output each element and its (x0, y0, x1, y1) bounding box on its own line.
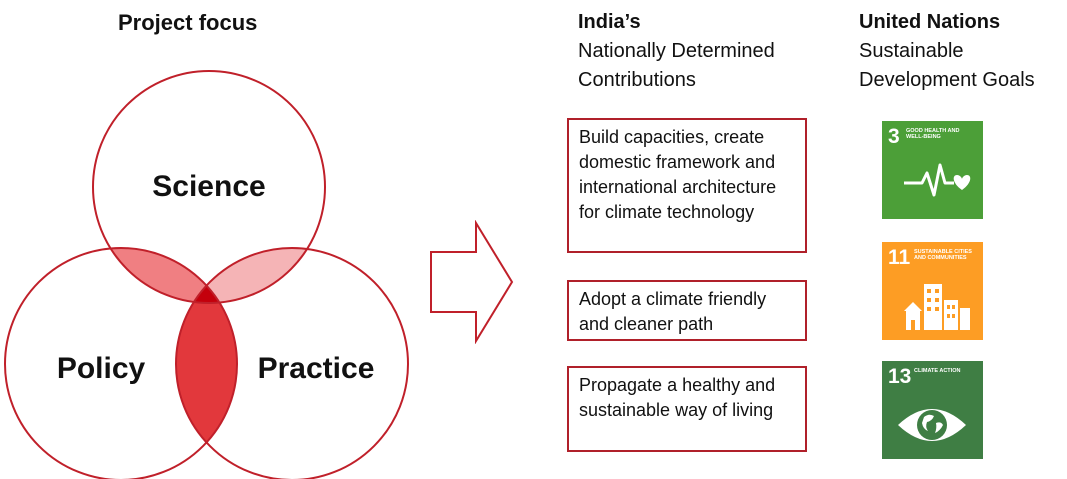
ndc-item-cleaner-path: Adopt a climate friendly and cleaner pat… (567, 280, 807, 341)
science-circle (92, 70, 326, 304)
sdg-tile-number: 3 (888, 125, 900, 148)
sdg-tile-11: 11 Sustainable cities and communities (882, 242, 983, 340)
policy-label: Policy (57, 352, 146, 385)
policy-circle (4, 247, 238, 479)
sdg-tile-name: Sustainable cities and communities (914, 249, 972, 261)
sdg-tile-number: 11 (888, 246, 911, 269)
sdg-heading: United Nations Sustainable Development G… (859, 8, 1035, 95)
sdg-heading-title: United Nations (859, 11, 1001, 33)
heartbeat-icon (904, 163, 971, 197)
venn-diagram: Science Policy Practice (4, 70, 409, 479)
practice-label: Practice (258, 352, 375, 385)
ndc-heading: India’s Nationally Determined Contributi… (578, 8, 775, 95)
science-label: Science (152, 170, 265, 203)
practice-circle (175, 247, 409, 479)
ndc-heading-line2: Nationally Determined (578, 40, 775, 62)
ndc-item-sustainable-living: Propagate a healthy and sustainable way … (567, 366, 807, 452)
earth-eye-icon (898, 409, 966, 441)
sdg-tile-13: 13 Climate action (882, 361, 983, 459)
ndc-item-climate-technology: Build capacities, create domestic framew… (567, 118, 807, 253)
city-buildings-icon (904, 284, 970, 330)
sdg-heading-line2: Sustainable (859, 40, 964, 62)
sdg-tile-name: Climate action (914, 368, 961, 374)
project-focus-title: Project focus (118, 10, 258, 35)
ndc-heading-line3: Contributions (578, 69, 696, 91)
sdg-tile-name: Good health and well-being (906, 128, 960, 140)
sdg-tile-number: 13 (888, 365, 912, 388)
ndc-heading-title: India’s (578, 11, 641, 33)
sdg-tile-3: 3 Good health and well-being (882, 121, 983, 219)
right-arrow-icon (430, 220, 514, 344)
sdg-heading-line3: Development Goals (859, 69, 1035, 91)
